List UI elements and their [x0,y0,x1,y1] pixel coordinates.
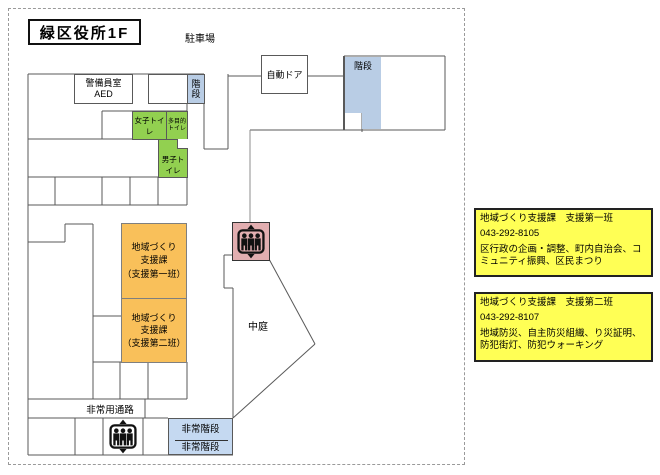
womens-toilet: 女子トイレ [132,111,167,140]
parking-label: 駐車場 [185,33,215,45]
emergency-stairs-bottom-label: 非常階段 [181,442,220,453]
info-box-dept1-phone: 043-292-8105 [480,228,540,240]
mens-toilet-notch [177,139,188,149]
multipurpose-toilet: 多目的 トイレ [166,111,188,140]
elevator-icon [109,419,137,454]
emergency-stairs-box: 非常階段 非常階段 [168,418,233,455]
emergency-stairs-divider [175,440,228,441]
security-room: 警備員室 AED [74,74,133,104]
info-box-dept2-phone: 043-292-8107 [480,312,540,324]
courtyard-label: 中庭 [248,321,268,333]
emergency-stairs-top-label: 非常階段 [181,424,220,435]
elevator-icon [237,224,265,259]
info-box-dept1: 地域づくり支援課 支援第一班 043-292-8105 区行政の企画・調整、町内… [474,208,653,277]
info-box-dept2-title: 地域づくり支援課 支援第二班 [480,297,614,308]
dept-room-2: 地域づくり 支援課 （支援第二班） [121,298,187,363]
info-box-dept2-description: 地域防災、自主防災組織、り災証明、防犯街灯、防犯ウォーキング [480,327,642,352]
info-box-dept2: 地域づくり支援課 支援第二班 043-292-8107 地域防災、自主防災組織、… [474,292,653,362]
plan-dashed-frame [8,8,465,465]
elevator-main [232,222,270,261]
stairs-top-right-area-left [345,57,362,113]
dept-room-1: 地域づくり 支援課 （支援第一班） [121,223,187,299]
info-box-dept1-description: 区行政の企画・調整、町内自治会、コミュニティ振興、区民まつり [480,243,642,268]
elevator-emergency [107,419,139,454]
small-room [148,74,188,104]
emergency-passage-label: 非常用通路 [86,404,134,416]
page-title: 緑区役所1F [28,19,141,45]
mens-toilet: 男子トイレ [158,139,188,178]
auto-door: 自動ドア [261,55,308,94]
info-box-dept1-title: 地域づくり支援課 支援第一班 [480,213,614,224]
stairs-top-right-area-right [362,57,381,129]
stairs-top-left: 階段 [187,74,205,104]
stairs-top-right-label: 階段 [353,60,372,71]
